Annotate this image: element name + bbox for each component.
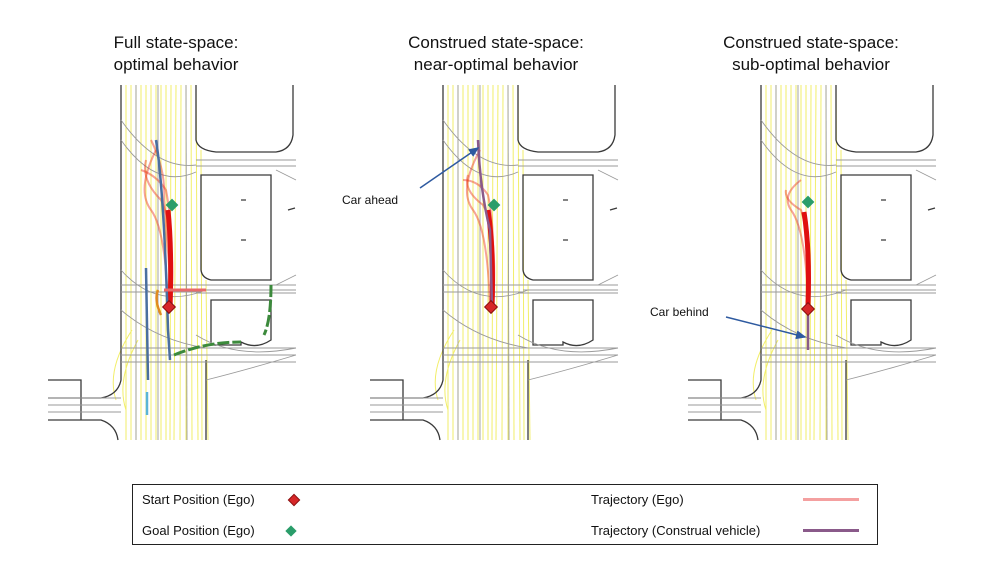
start-marker (483, 299, 499, 315)
legend: Start Position (Ego) Goal Position (Ego)… (132, 484, 878, 545)
legend-traj-construal-line (803, 529, 859, 532)
legend-goal-label: Goal Position (Ego) (142, 523, 255, 538)
legend-start-label: Start Position (Ego) (142, 492, 255, 507)
start-marker (800, 301, 816, 317)
car-ahead-arrow (419, 147, 480, 189)
goal-marker (487, 198, 501, 212)
car-behind-label: Car behind (650, 305, 709, 319)
goal-marker (165, 198, 179, 212)
car-behind-arrow (725, 316, 807, 340)
panel-3-map (687, 84, 937, 441)
panel-2-title-line2: near-optimal behavior (413, 55, 579, 74)
panel-3-title-line1: Construed state-space: (723, 33, 899, 52)
legend-traj-ego-label: Trajectory (Ego) (591, 492, 684, 507)
car-ahead-label: Car ahead (342, 193, 398, 207)
panel-2-title-line1: Construed state-space: (408, 33, 584, 52)
panel-3-title-line2: sub-optimal behavior (732, 55, 890, 74)
other-vehicle-orange (155, 289, 163, 316)
construal-trajectory-blue (154, 139, 172, 361)
panel-1-title-line2: optimal behavior (113, 55, 239, 74)
legend-goal-icon (285, 525, 297, 537)
panel-3-title: Construed state-space: sub-optimal behav… (691, 32, 931, 76)
panel-1-map (47, 84, 297, 441)
legend-start-icon (287, 493, 301, 507)
panel-2-title: Construed state-space: near-optimal beha… (376, 32, 616, 76)
panel-1-title: Full state-space: optimal behavior (56, 32, 296, 76)
ego-path (165, 209, 174, 309)
start-marker (161, 299, 177, 315)
legend-traj-ego-line (803, 498, 859, 501)
other-vehicle-green (173, 284, 273, 357)
legend-traj-construal-label: Trajectory (Construal vehicle) (591, 523, 761, 538)
panel-1-title-line1: Full state-space: (113, 33, 239, 52)
other-vehicle-blue-left (144, 267, 150, 381)
ego-path (801, 211, 811, 306)
